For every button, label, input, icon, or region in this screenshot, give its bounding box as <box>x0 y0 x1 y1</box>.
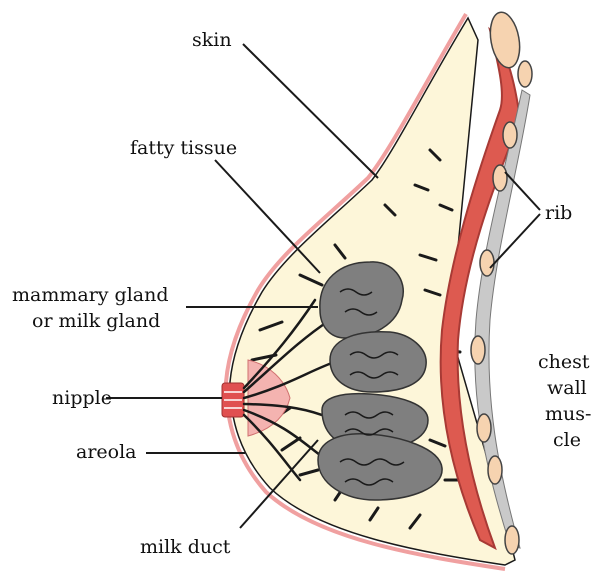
label-chest-wall-line3: mus- <box>545 403 591 425</box>
label-mammary-gland-line1: mammary gland <box>12 284 169 306</box>
label-chest-wall-line4: cle <box>553 429 581 451</box>
label-areola: areola <box>76 441 137 463</box>
leader-fatty-tissue <box>215 160 320 273</box>
leader-skin <box>243 44 378 178</box>
label-skin: skin <box>192 29 232 51</box>
label-chest-wall-line2: wall <box>547 377 587 399</box>
label-chest-wall-line1: chest <box>538 351 590 373</box>
label-nipple: nipple <box>52 387 112 409</box>
label-rib: rib <box>545 202 572 224</box>
label-fatty-tissue: fatty tissue <box>130 137 237 159</box>
label-milk-duct: milk duct <box>140 536 231 558</box>
gland-lobe-2 <box>330 332 426 392</box>
label-mammary-gland-line2: or milk gland <box>32 310 160 332</box>
